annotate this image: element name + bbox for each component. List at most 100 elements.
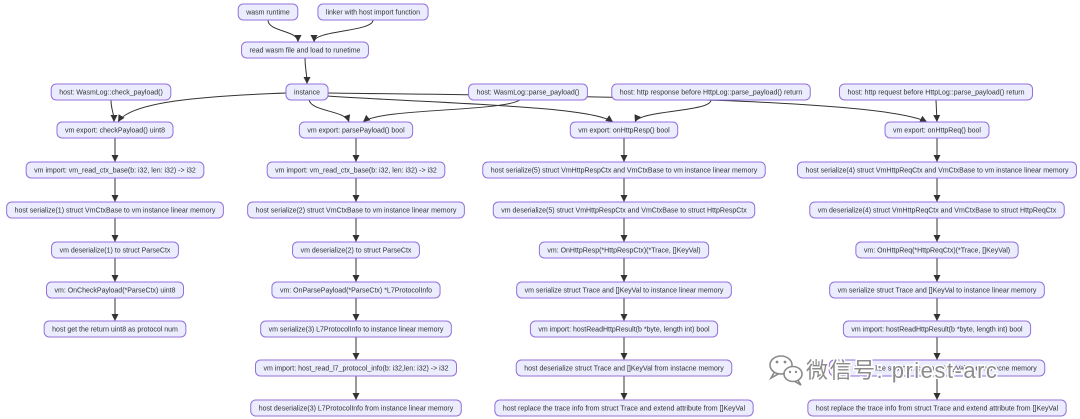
node-box xyxy=(241,41,369,59)
node-label: vm deserialize(2) to struct ParseCtx xyxy=(301,248,412,255)
node-step: host replace the trace info from struct … xyxy=(494,399,754,417)
node-box xyxy=(797,161,1077,179)
node-box xyxy=(829,281,1045,299)
node-label: host deserialize struct Trace and []KeyV… xyxy=(524,366,724,373)
node-box xyxy=(285,83,329,101)
node-box xyxy=(494,399,754,417)
node-label: host replace the trace info from struct … xyxy=(503,406,746,413)
node-label: linker with host import function xyxy=(326,10,420,17)
node-box xyxy=(809,201,1065,219)
node-label: host serialize(4) struct VmHttpReqCtx an… xyxy=(806,168,1069,175)
node-label: vm import: vm_read_ctx_base(b: i32, len:… xyxy=(34,168,196,175)
node-label: vm deserialize(1) to struct ParseCtx xyxy=(60,248,171,255)
node-step: vm import: vm_read_ctx_base(b: i32, len:… xyxy=(266,161,446,179)
node-box xyxy=(515,359,733,377)
node-box xyxy=(569,121,679,139)
node-step: host get the return uint8 as protocol nu… xyxy=(43,320,187,338)
node-step: vm serialize struct Trace and []KeyVal t… xyxy=(516,281,732,299)
watermark-text: 微信号: priest-arc xyxy=(806,358,998,383)
edge-instance-to-on-http-resp xyxy=(326,95,614,123)
node-step: vm serialize(3) L7ProtocolInfo to instan… xyxy=(260,320,452,338)
wechat-icon xyxy=(768,355,803,386)
node-box xyxy=(254,359,458,377)
node-label: vm import: hostReadHttpResult(b *byte, l… xyxy=(538,327,710,334)
node-step: vm import: vm_read_ctx_base(b: i32, len:… xyxy=(25,161,205,179)
node-box xyxy=(855,241,1019,259)
node-step: host deserialize(3) L7ProtocolInfo from … xyxy=(250,399,462,417)
node-label: host deserialize(3) L7ProtocolInfo from … xyxy=(259,406,454,413)
node-box xyxy=(828,359,1046,377)
node-step: host serialize(1) struct VmCtxBase to vm… xyxy=(6,201,224,219)
node-label: host serialize(1) struct VmCtxBase to vm… xyxy=(15,208,216,215)
node-label: vm serialize(3) L7ProtocolInfo to instan… xyxy=(269,327,444,334)
node-label: vm serialize struct Trace and []KeyVal t… xyxy=(838,288,1037,295)
edge-linker-to-load xyxy=(310,19,374,43)
node-label: host: http response before HttpLog::pars… xyxy=(620,90,803,97)
node-box xyxy=(842,320,1032,338)
node-box xyxy=(25,161,205,179)
node-step: vm deserialize(2) to struct ParseCtx xyxy=(292,241,420,259)
node-step: vm import: hostReadHttpResult(b *byte, l… xyxy=(529,320,719,338)
node-box xyxy=(838,83,1034,101)
node-box xyxy=(46,281,184,299)
edge-load-to-instance xyxy=(303,57,311,85)
node-host-http-response: host: http response before HttpLog::pars… xyxy=(611,83,811,101)
node-label: host serialize(2) struct VmCtxBase to vm… xyxy=(256,208,457,215)
edge-host-parse-to-parse-payload xyxy=(362,99,521,123)
node-step: vm import: hostReadHttpResult(b *byte, l… xyxy=(842,320,1032,338)
node-label: host deserialize struct Trace and []KeyV… xyxy=(837,366,1037,373)
node-vm-export-check-payload: vm export: checkPayload() uint8 xyxy=(56,121,174,139)
node-step: vm deserialize(5) struct VmHttpRespCtx a… xyxy=(492,201,756,219)
node-box xyxy=(516,281,732,299)
setup-stage: wasm runtime linker with host import fun… xyxy=(237,3,429,101)
node-box xyxy=(51,241,179,259)
edge-wasm-runtime-to-load xyxy=(267,19,302,43)
node-label: host: http request before HttpLog::parse… xyxy=(847,90,1024,97)
edge-instance-to-parse-payload xyxy=(308,99,351,123)
node-step: vm: OnHttpResp(*HttpRespCtx)(*Trace, []K… xyxy=(538,241,710,259)
node-load-wasm: read wasm file and load to runetime xyxy=(241,41,369,59)
node-vm-export-on-http-req: vm export: onHttpReq() bool xyxy=(884,121,990,139)
flow-http-response: vm export: onHttpResp() bool host serial… xyxy=(482,121,766,417)
node-box xyxy=(50,83,172,101)
node-box xyxy=(529,320,719,338)
node-step: host serialize(5) struct VmHttpRespCtx a… xyxy=(482,161,766,179)
node-box xyxy=(492,201,756,219)
node-label: host serialize(5) struct VmHttpRespCtx a… xyxy=(491,168,758,175)
edge-host-check-to-check-payload xyxy=(110,99,118,123)
node-step: host deserialize struct Trace and []KeyV… xyxy=(828,359,1046,377)
node-label: host: WasmLog::parse_payload() xyxy=(477,90,580,97)
node-box xyxy=(43,320,187,338)
node-label: vm import: hostReadHttpResult(b *byte, l… xyxy=(851,327,1023,334)
node-label: vm export: onHttpReq() bool xyxy=(893,128,981,135)
node-box xyxy=(884,121,990,139)
node-label: vm import: vm_read_ctx_base(b: i32, len:… xyxy=(275,168,437,175)
node-step: vm deserialize(1) to struct ParseCtx xyxy=(51,241,179,259)
node-box xyxy=(260,320,452,338)
node-box xyxy=(237,3,299,21)
edge-host-request-to-on-http-req xyxy=(933,99,941,123)
node-label: vm serialize struct Trace and []KeyVal t… xyxy=(525,288,724,295)
node-box xyxy=(247,201,465,219)
node-label: wasm runtime xyxy=(245,10,290,17)
node-step: host serialize(2) struct VmCtxBase to vm… xyxy=(247,201,465,219)
node-box xyxy=(298,121,414,139)
node-label: vm export: checkPayload() uint8 xyxy=(65,128,165,135)
node-step: vm deserialize(4) struct VmHttpReqCtx an… xyxy=(809,201,1065,219)
flow-parse-payload: vm export: parsePayload() bool vm import… xyxy=(247,121,465,417)
node-step: host replace the trace info from struct … xyxy=(807,399,1067,417)
node-label: vm: OnParsePayload(*ParseCtx) *L7Protoco… xyxy=(280,288,432,295)
node-label: vm export: onHttpResp() bool xyxy=(578,128,670,135)
flow-check-payload: vm export: checkPayload() uint8 vm impor… xyxy=(6,121,224,338)
node-label: host get the return uint8 as protocol nu… xyxy=(52,327,178,334)
node-box xyxy=(271,281,441,299)
node-box xyxy=(482,161,766,179)
node-step: vm serialize struct Trace and []KeyVal t… xyxy=(829,281,1045,299)
node-label: host replace the trace info from struct … xyxy=(816,406,1059,413)
node-label: vm export: parsePayload() bool xyxy=(307,128,405,135)
node-vm-export-parse-payload: vm export: parsePayload() bool xyxy=(298,121,414,139)
node-box xyxy=(807,399,1067,417)
node-label: vm: OnHttpReq(*HttpReqCtx)(*Trace, []Key… xyxy=(864,248,1010,255)
node-wasm-runtime: wasm runtime xyxy=(237,3,299,21)
